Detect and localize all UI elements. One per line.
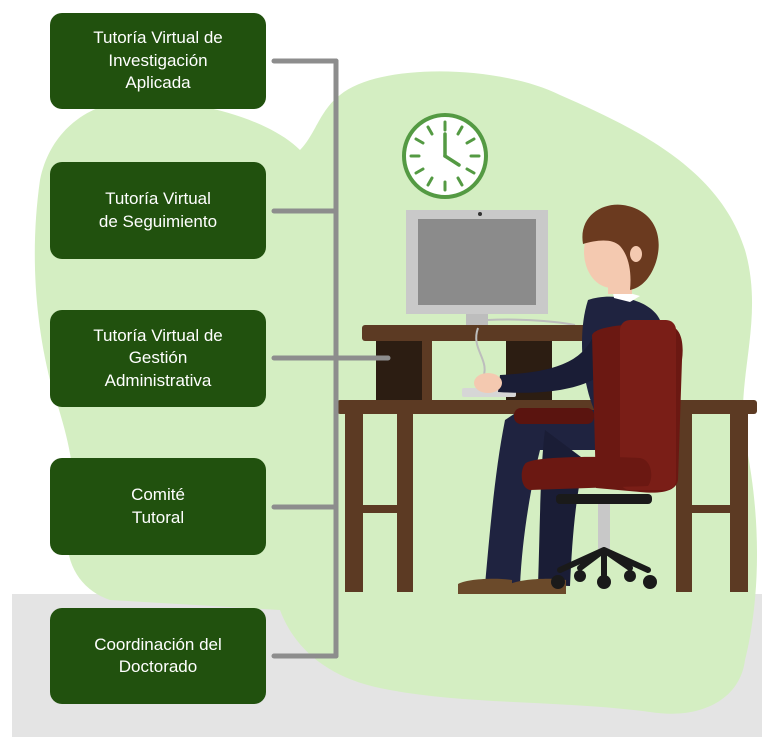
box-label: Tutoría Virtual de Investigación Aplicad… xyxy=(93,28,223,93)
box-seguimiento: Tutoría Virtual de Seguimiento xyxy=(50,162,266,259)
box-investigacion-aplicada: Tutoría Virtual de Investigación Aplicad… xyxy=(50,13,266,109)
box-comite-tutoral: Comité Tutoral xyxy=(50,458,266,555)
box-gestion-administrativa: Tutoría Virtual de Gestión Administrativ… xyxy=(50,310,266,407)
connector-bracket xyxy=(271,58,391,659)
box-coordinacion-doctorado: Coordinación del Doctorado xyxy=(50,608,266,704)
box-label: Tutoría Virtual de Gestión Administrativ… xyxy=(93,325,223,390)
hutch-shelf xyxy=(362,325,607,341)
clock-icon xyxy=(402,113,488,199)
office-chair-icon xyxy=(514,320,683,589)
monitor-icon xyxy=(406,210,576,328)
box-label: Comité Tutoral xyxy=(131,485,185,527)
box-label: Coordinación del Doctorado xyxy=(94,634,222,677)
box-label: Tutoría Virtual de Seguimiento xyxy=(98,189,218,231)
